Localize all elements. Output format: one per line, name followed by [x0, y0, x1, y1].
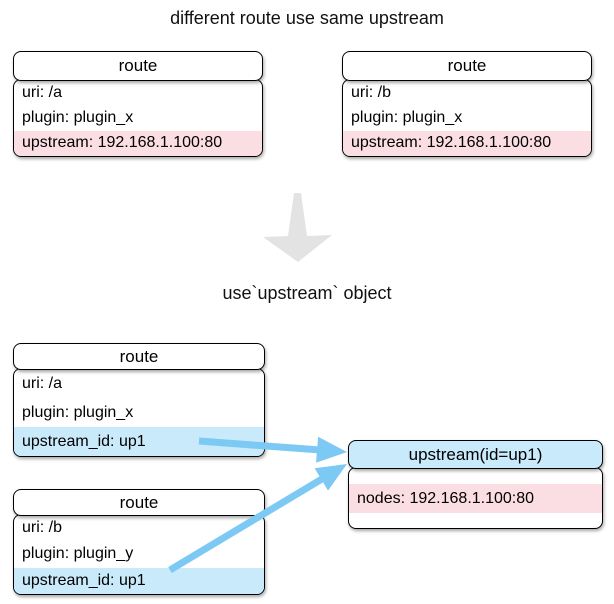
route-card-top-left: route uri: /a plugin: plugin_x upstream:… [13, 51, 263, 157]
route-upstream-id-row: upstream_id: up1 [14, 567, 264, 594]
route-card-body: uri: /a plugin: plugin_x upstream_id: up… [13, 368, 265, 457]
route-upstream-row: upstream: 192.168.1.100:80 [343, 130, 591, 156]
route-uri-row: uri: /b [351, 83, 392, 101]
upstream-card-header: upstream(id=up1) [348, 440, 603, 469]
route-plugin-row: plugin: plugin_x [351, 108, 463, 126]
route-card-header: route [13, 343, 265, 370]
route-card-bottom-a: route uri: /a plugin: plugin_x upstream_… [13, 343, 265, 457]
route-uri-row: uri: /a [22, 83, 63, 101]
upstream-card: upstream(id=up1) nodes: 192.168.1.100:80 [348, 440, 603, 529]
route-upstream-row: upstream: 192.168.1.100:80 [14, 130, 262, 156]
upstream-card-body: nodes: 192.168.1.100:80 [348, 467, 603, 529]
route-card-header: route [13, 51, 263, 81]
route-upstream-id-row: upstream_id: up1 [14, 427, 264, 456]
diagram-title: different route use same upstream [170, 8, 444, 28]
route-plugin-row: plugin: plugin_x [22, 108, 134, 126]
route-uri-row: uri: /b [22, 519, 63, 537]
spacer [349, 513, 602, 528]
route-card-body: uri: /a plugin: plugin_x upstream: 192.1… [13, 79, 263, 157]
route-card-body: uri: /b plugin: plugin_x upstream: 192.1… [342, 79, 592, 157]
route-uri-row: uri: /a [22, 374, 63, 392]
upstream-nodes-row: nodes: 192.168.1.100:80 [349, 484, 602, 513]
route-card-top-right: route uri: /b plugin: plugin_x upstream:… [342, 51, 592, 157]
diagram-subtitle: use`upstream` object [222, 283, 392, 303]
route-card-header: route [342, 51, 592, 81]
route-card-body: uri: /b plugin: plugin_y upstream_id: up… [13, 514, 265, 595]
route-plugin-row: plugin: plugin_x [22, 403, 134, 421]
flow-down-arrow-icon [263, 193, 332, 262]
route-plugin-row: plugin: plugin_y [22, 545, 134, 563]
route-card-bottom-b: route uri: /b plugin: plugin_y upstream_… [13, 489, 265, 595]
spacer [349, 468, 602, 484]
route-card-header: route [13, 489, 265, 516]
